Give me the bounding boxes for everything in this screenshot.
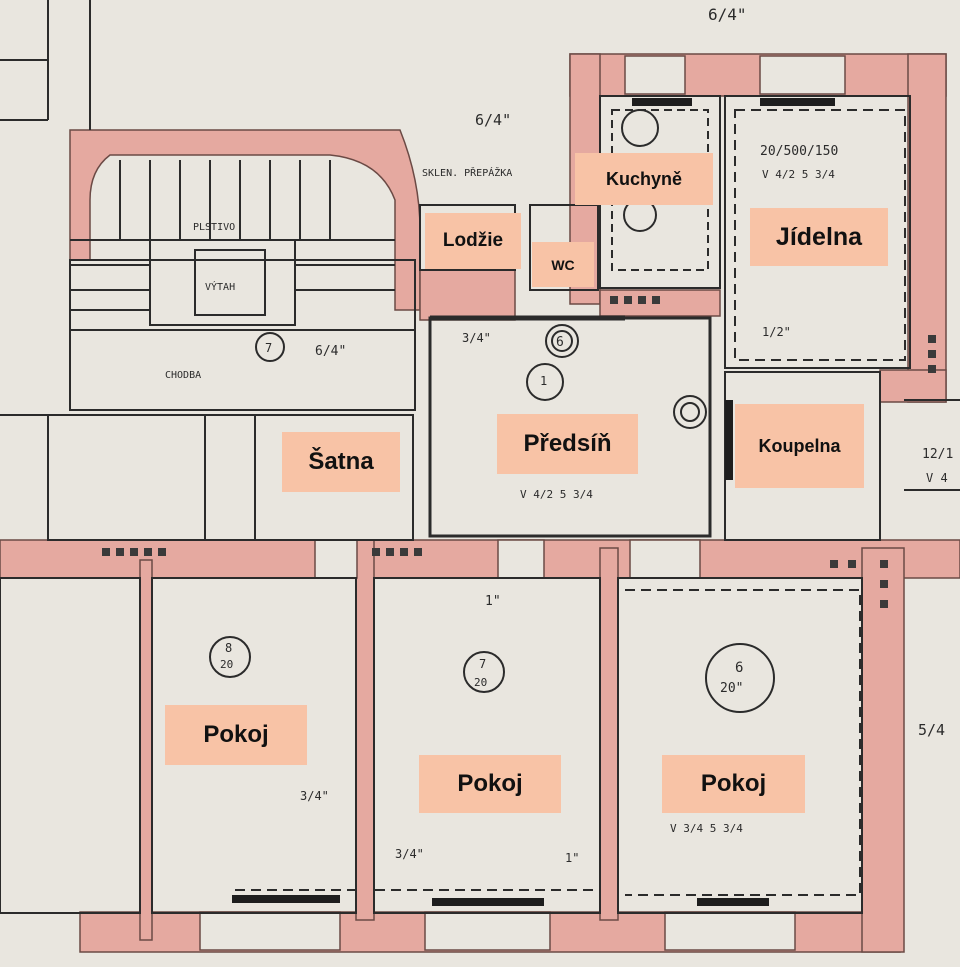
jidelna-spec: 20/500/150	[760, 144, 838, 159]
dim-34a: 3/4"	[300, 789, 329, 803]
predsin-sub: 1	[540, 374, 547, 388]
dim-1b: 1"	[565, 851, 579, 865]
vytah-note: VÝTAH	[205, 280, 235, 293]
room-label-jidelna: Jídelna	[750, 208, 888, 266]
room8-sub: 20	[220, 658, 233, 671]
room-label-lodzie: Lodžie	[425, 213, 521, 269]
spec-pokoj: V 3/4 5 3/4	[670, 822, 743, 835]
room-label-satna: Šatna	[282, 432, 400, 492]
vestibule-dim: 3/4"	[462, 331, 491, 345]
window-sills	[232, 98, 835, 906]
dim-34b: 3/4"	[395, 847, 424, 861]
dim-12: 1/2"	[762, 325, 791, 339]
chodba-note: CHODBA	[165, 370, 201, 381]
jidelna-spec2: V 4/2 5 3/4	[762, 168, 835, 181]
annotations: 6/4" 6/4" SKLEN. PŘEPÁŽKA PLSTIVO VÝTAH …	[165, 5, 953, 865]
room6-num: 6	[735, 660, 743, 676]
corridor-dim: 6/4"	[315, 344, 346, 359]
room-label-kuchyne: Kuchyně	[575, 153, 713, 205]
brick-markers	[102, 296, 936, 608]
dim-1: 1"	[485, 594, 501, 609]
room7-sub: 20	[474, 676, 487, 689]
room7-num: 7	[479, 657, 486, 671]
room-label-pokoj-1: Pokoj	[165, 705, 307, 765]
predsin-spec: V 4/2 5 3/4	[520, 488, 593, 501]
window-openings	[199, 55, 846, 951]
room-label-pokoj-3: Pokoj	[662, 755, 805, 813]
room6-sub: 20"	[720, 681, 743, 696]
predsin-circle-num: 6	[556, 335, 564, 350]
koupelna-v: V 4	[926, 471, 948, 485]
room-label-koupelna: Koupelna	[735, 404, 864, 488]
interior-walls	[0, 0, 960, 914]
room8-num: 8	[225, 641, 232, 655]
outer-walls	[0, 53, 960, 953]
room-label-wc: WC	[532, 242, 594, 287]
room-label-predsin: Předsíň	[497, 414, 638, 474]
room-label-pokoj-2: Pokoj	[419, 755, 561, 813]
sklen-note: SKLEN. PŘEPÁŽKA	[422, 166, 512, 179]
plstovy-note: PLSTIVO	[193, 222, 235, 233]
dim-54: 5/4	[918, 721, 945, 739]
koupelna-dim: 12/1	[922, 447, 953, 462]
dim-top: 6/4"	[708, 5, 747, 24]
corridor-num: 7	[265, 341, 272, 355]
dim-stair: 6/4"	[475, 111, 511, 129]
